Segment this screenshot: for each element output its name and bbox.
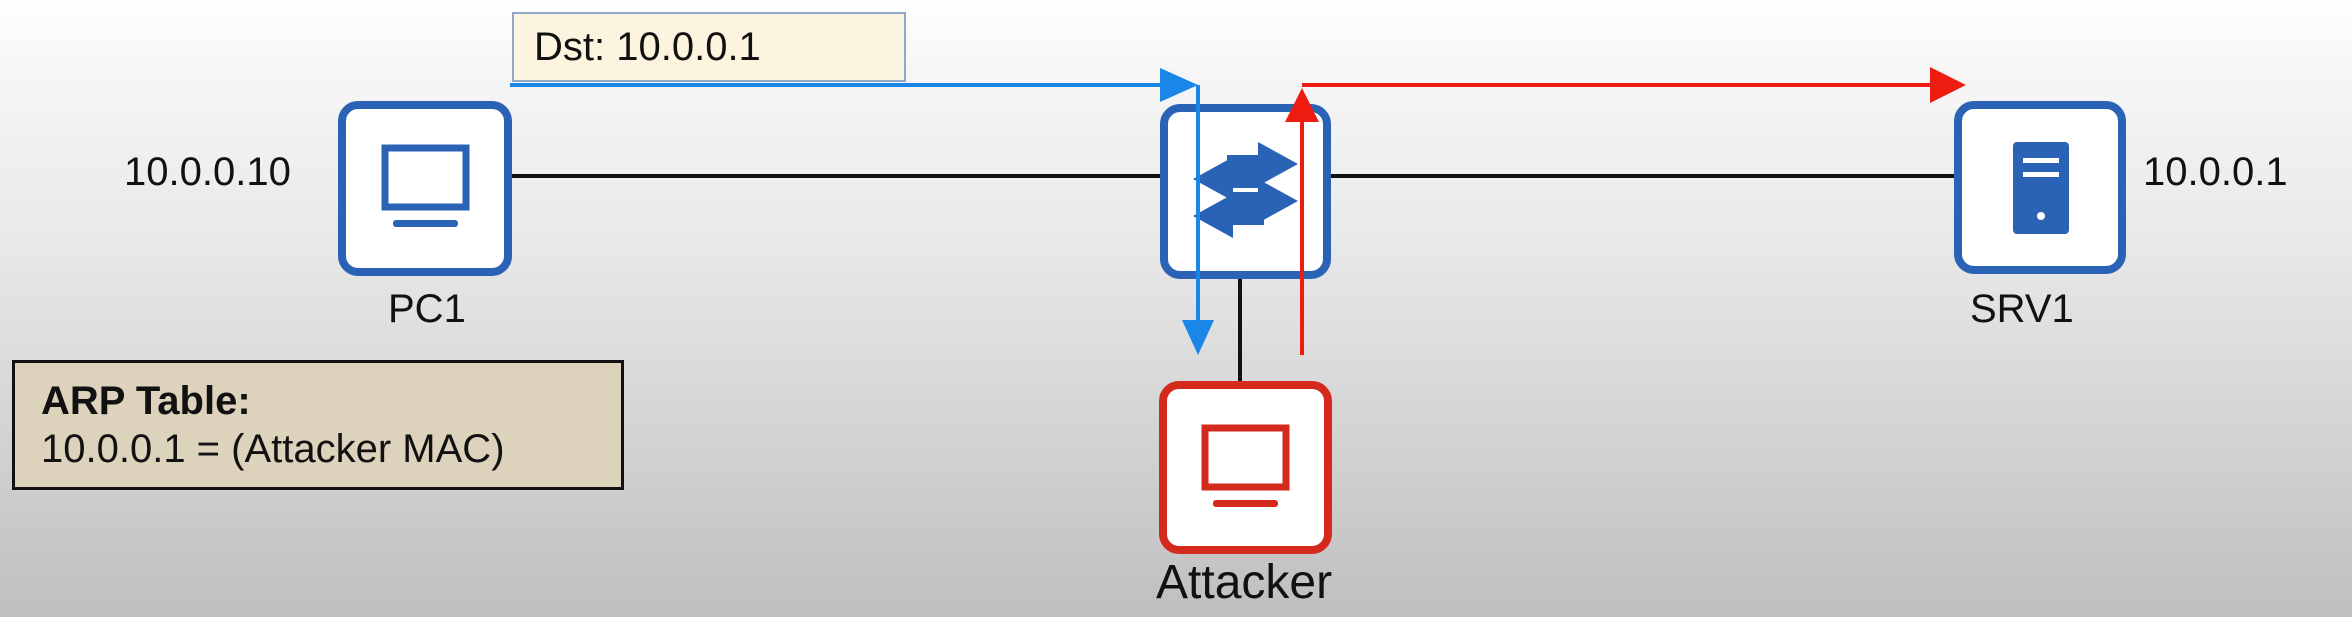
arrow-head-right [1930, 67, 1966, 103]
packet-destination-text: Dst: 10.0.0.1 [534, 25, 761, 69]
arrow-head-right [1160, 68, 1198, 102]
traffic-path-blue [510, 68, 1214, 355]
arrow-head-up [1285, 88, 1319, 122]
pc1-name-label: PC1 [388, 287, 466, 331]
server-icon [2013, 142, 2069, 234]
traffic-path-red [1285, 67, 1966, 355]
arp-table-title: ARP Table: [41, 379, 251, 423]
switch-arrows-icon [1193, 142, 1298, 238]
monitor-icon [1201, 424, 1290, 507]
packet-destination-label: Dst: 10.0.0.1 [512, 12, 906, 82]
arrow-head-down [1182, 320, 1214, 355]
arp-table-entry: 10.0.0.1 = (Attacker MAC) [41, 427, 505, 471]
srv1-name-label: SRV1 [1970, 287, 2074, 331]
srv1-device[interactable] [1954, 101, 2126, 274]
pc1-ip-label: 10.0.0.10 [124, 150, 291, 194]
arp-table-box: ARP Table: 10.0.0.1 = (Attacker MAC) [12, 360, 624, 490]
pc1-device[interactable] [338, 101, 512, 276]
srv1-ip-label: 10.0.0.1 [2143, 150, 2288, 194]
attacker-name-label: Attacker [1156, 556, 1333, 609]
attacker-device[interactable] [1159, 381, 1332, 554]
switch-device[interactable] [1160, 104, 1331, 279]
monitor-icon [381, 144, 470, 227]
